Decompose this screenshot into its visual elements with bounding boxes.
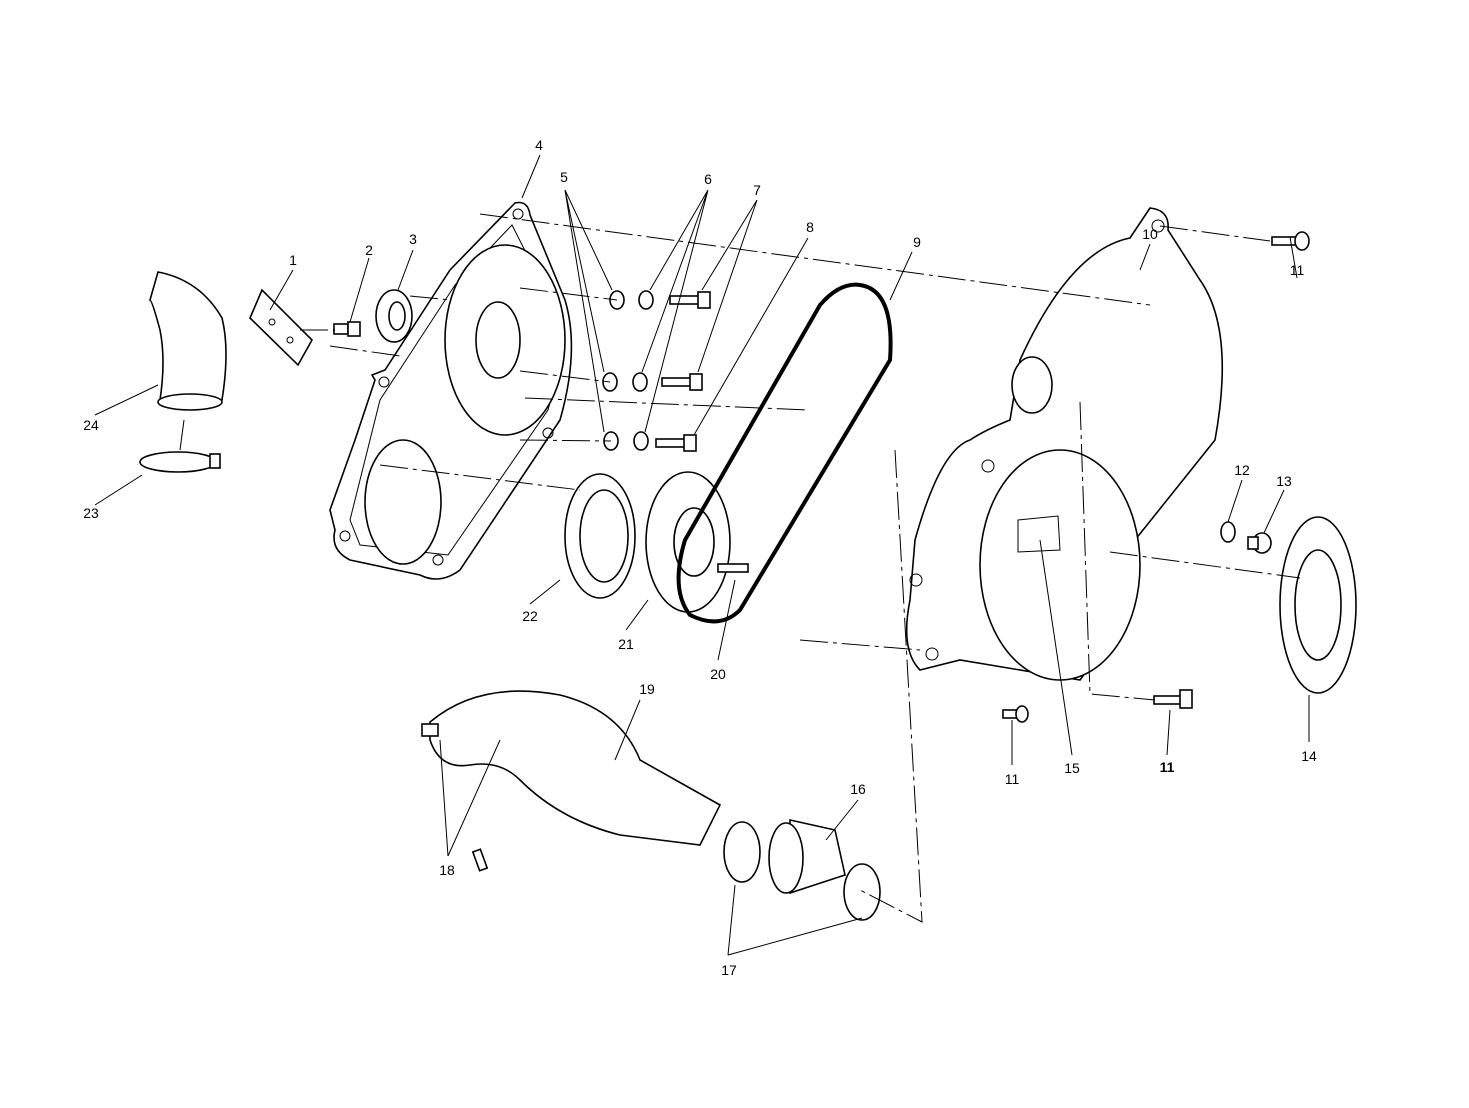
callout-20: 20 <box>710 666 726 682</box>
parts-12-13 <box>1220 521 1272 554</box>
callout-3: 3 <box>409 231 417 247</box>
callout-22: 22 <box>522 608 538 624</box>
callout-labels: 1 2 3 4 5 6 7 8 9 10 11 12 13 14 15 11 1… <box>83 137 1317 978</box>
part-10-outer-cover <box>905 207 1224 681</box>
callout-9: 9 <box>913 234 921 250</box>
callout-16: 16 <box>850 781 866 797</box>
callout-19: 19 <box>639 681 655 697</box>
callout-1: 1 <box>289 252 297 268</box>
part-1-bracket <box>249 288 313 367</box>
leader-lines <box>94 154 1310 956</box>
callout-11-bottom: 11 <box>1005 771 1020 787</box>
part-14-gasket <box>1279 516 1357 694</box>
part-23-clamp <box>139 451 221 473</box>
parts-16-17 <box>723 819 881 921</box>
part-18-screw <box>471 848 489 872</box>
callout-24: 24 <box>83 417 99 433</box>
part-22-seal <box>564 473 636 599</box>
callout-23: 23 <box>83 505 99 521</box>
callout-18: 18 <box>439 862 455 878</box>
callout-14: 14 <box>1301 748 1317 764</box>
callout-13: 13 <box>1276 473 1292 489</box>
part-2-bolt <box>333 321 361 337</box>
parts-5-6-7-washers-bolts <box>602 290 711 452</box>
part-3-washer <box>375 289 413 343</box>
callout-15: 15 <box>1064 760 1080 776</box>
part-11-screws <box>1002 231 1310 723</box>
callout-7: 7 <box>753 182 761 198</box>
part-4-inner-cover <box>329 201 573 580</box>
callout-4: 4 <box>535 137 543 153</box>
part-24-elbow-duct <box>148 271 227 411</box>
callout-5: 5 <box>560 169 568 185</box>
callout-21: 21 <box>618 636 634 652</box>
callout-11-top: 11 <box>1290 262 1305 278</box>
callout-12: 12 <box>1234 462 1250 478</box>
callout-8: 8 <box>806 219 814 235</box>
callout-2: 2 <box>365 242 373 258</box>
callout-17: 17 <box>721 962 737 978</box>
callout-10: 10 <box>1142 226 1158 242</box>
callout-6: 6 <box>704 171 712 187</box>
callout-11-right: 11 <box>1160 759 1175 775</box>
part-9-belt <box>676 282 893 624</box>
part-19-duct <box>421 690 722 846</box>
